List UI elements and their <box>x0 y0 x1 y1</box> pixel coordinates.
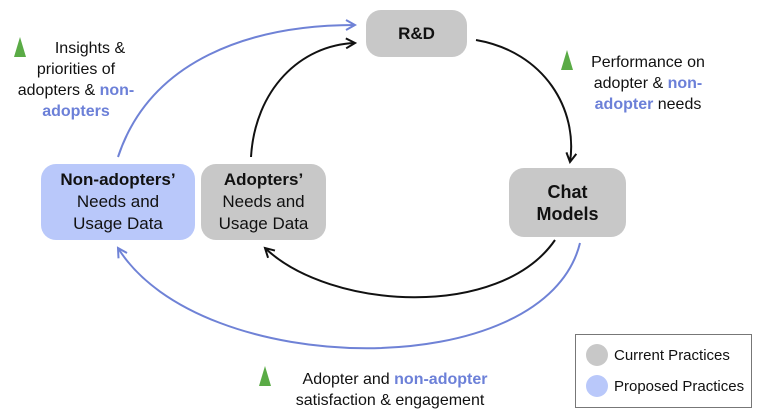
node-chat-line1: Chat <box>547 181 588 202</box>
performance-highlight: non- <box>667 75 703 92</box>
increase-triangle-icon <box>14 37 26 57</box>
node-non-adopters-line1: Non-adopters’ <box>60 170 176 189</box>
legend-item-proposed: Proposed Practices <box>586 375 744 397</box>
annotation-satisfaction: Adopter and non-adopter satisfaction & e… <box>270 369 510 411</box>
legend-swatch-proposed <box>586 375 608 397</box>
satisfaction-line1: Adopter and <box>302 371 395 388</box>
legend-swatch-current <box>586 344 608 366</box>
node-rd: R&D <box>366 10 467 57</box>
increase-triangle-icon <box>259 366 271 386</box>
node-chat-line2: Models <box>536 203 599 224</box>
legend-label-current: Current Practices <box>614 346 730 364</box>
node-adopters: Adopters’ Needs and Usage Data <box>201 164 326 240</box>
annotation-performance: Performance on adopter & non- adopter ne… <box>578 52 718 115</box>
satisfaction-line2: satisfaction & engagement <box>295 392 485 409</box>
legend-item-current: Current Practices <box>586 344 730 366</box>
node-non-adopters-line2: Needs and <box>76 192 160 211</box>
insights-line2: priorities of <box>36 61 116 78</box>
increase-triangle-icon <box>561 50 573 70</box>
insights-line1: Insights & <box>54 40 126 57</box>
node-chat-models: Chat Models <box>509 168 626 237</box>
performance-line2: adopter & <box>593 75 668 92</box>
performance-highlight-2: adopter <box>594 96 654 113</box>
node-adopters-line1: Adopters’ <box>223 170 304 189</box>
performance-line1: Performance on <box>591 54 705 71</box>
satisfaction-highlight: non-adopter <box>394 371 488 388</box>
arrow-chat-to-adopters <box>265 239 556 299</box>
annotation-insights: Insights & priorities of adopters & non-… <box>6 38 146 122</box>
node-non-adopters-line3: Usage Data <box>73 214 163 233</box>
legend: Current Practices Proposed Practices <box>575 334 752 408</box>
legend-label-proposed: Proposed Practices <box>614 377 745 395</box>
arrow-rd-to-chat <box>475 39 571 162</box>
node-rd-label: R&D <box>398 23 435 43</box>
node-non-adopters: Non-adopters’ Needs and Usage Data <box>41 164 195 240</box>
arrow-chat-to-nonadopters <box>118 242 581 350</box>
performance-line3: needs <box>653 96 702 113</box>
insights-line3: adopters & <box>17 82 100 99</box>
node-adopters-line2: Needs and <box>222 192 305 211</box>
insights-highlight-2: adopters <box>42 103 110 120</box>
arrow-adopters-to-rd <box>250 43 355 158</box>
insights-highlight: non- <box>99 82 135 99</box>
node-adopters-line3: Usage Data <box>218 214 309 233</box>
arrow-nonadopters-to-rd <box>117 25 355 158</box>
